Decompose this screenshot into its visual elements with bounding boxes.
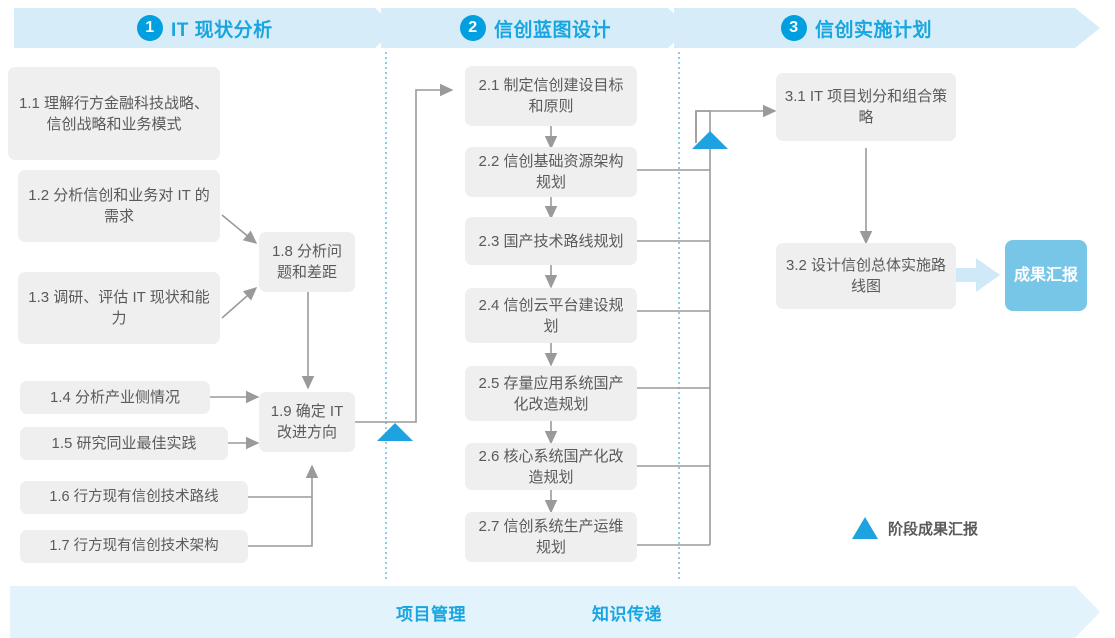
stage-label-1: IT 现状分析 xyxy=(171,19,273,41)
node-1-6[interactable]: 1.6 行方现有信创技术路线 xyxy=(20,481,248,514)
stage-number-1: 1 xyxy=(137,15,163,41)
node-2-2[interactable]: 2.2 信创基础资源架构规划 xyxy=(465,147,637,197)
footer-band xyxy=(10,586,1100,638)
stage-header-2[interactable]: 2 信创蓝图设计 xyxy=(460,8,611,48)
node-1-1[interactable]: 1.1 理解行方金融科技战略、信创战略和业务模式 xyxy=(8,67,220,160)
result-badge[interactable]: 成果汇报 xyxy=(1005,240,1087,311)
legend-label: 阶段成果汇报 xyxy=(888,520,979,538)
node-2-1[interactable]: 2.1 制定信创建设目标和原则 xyxy=(465,66,637,126)
stage-header-1[interactable]: 1 IT 现状分析 xyxy=(137,8,273,48)
stage-number-2: 2 xyxy=(460,15,486,41)
node-3-2[interactable]: 3.2 设计信创总体实施路线图 xyxy=(776,243,956,309)
node-1-9[interactable]: 1.9 确定 IT 改进方向 xyxy=(259,392,355,452)
node-1-4[interactable]: 1.4 分析产业侧情况 xyxy=(20,381,210,414)
footer-item-project-management[interactable]: 项目管理 xyxy=(396,605,466,624)
connectors-stage1 xyxy=(210,83,454,547)
connectors-bus xyxy=(637,104,777,546)
node-1-2[interactable]: 1.2 分析信创和业务对 IT 的需求 xyxy=(18,170,220,242)
node-1-5[interactable]: 1.5 研究同业最佳实践 xyxy=(20,427,228,460)
node-3-1[interactable]: 3.1 IT 项目划分和组合策略 xyxy=(776,73,956,141)
stage-label-3: 信创实施计划 xyxy=(815,19,933,41)
node-1-7[interactable]: 1.7 行方现有信创技术架构 xyxy=(20,530,248,563)
node-2-3[interactable]: 2.3 国产技术路线规划 xyxy=(465,217,637,265)
node-2-5[interactable]: 2.5 存量应用系统国产化改造规划 xyxy=(465,366,637,421)
stage-number-3: 3 xyxy=(781,15,807,41)
legend-milestone: 阶段成果汇报 xyxy=(852,517,978,539)
node-1-3[interactable]: 1.3 调研、评估 IT 现状和能力 xyxy=(18,272,220,344)
stage-header-3[interactable]: 3 信创实施计划 xyxy=(781,8,932,48)
node-1-8[interactable]: 1.8 分析问题和差距 xyxy=(259,232,355,292)
node-2-4[interactable]: 2.4 信创云平台建设规划 xyxy=(465,288,637,343)
milestone-triangle-icon xyxy=(852,517,878,539)
footer-item-knowledge-transfer[interactable]: 知识传递 xyxy=(592,605,662,624)
stage-label-2: 信创蓝图设计 xyxy=(494,19,612,41)
node-2-7[interactable]: 2.7 信创系统生产运维规划 xyxy=(465,512,637,562)
node-2-6[interactable]: 2.6 核心系统国产化改造规划 xyxy=(465,443,637,490)
